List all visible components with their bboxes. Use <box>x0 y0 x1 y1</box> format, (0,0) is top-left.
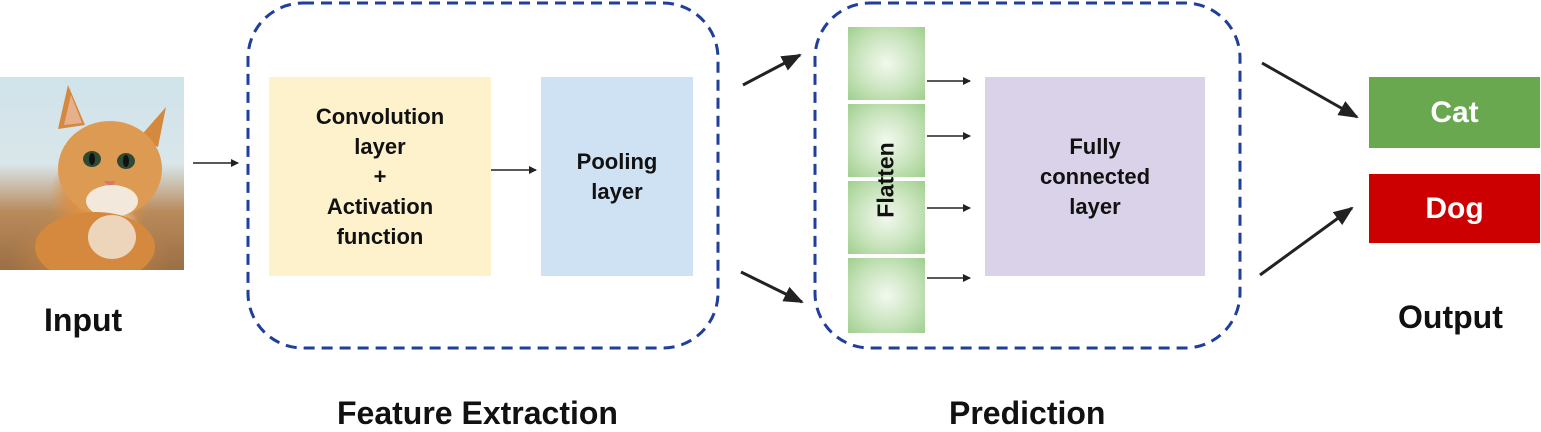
flatten-segment <box>848 181 925 256</box>
flatten-segment <box>848 27 925 102</box>
feature-extraction-group <box>246 1 720 350</box>
flatten-segment <box>848 104 925 179</box>
arrow-prediction-to-cat <box>1261 61 1359 119</box>
flatten-label: Flatten <box>872 142 899 218</box>
flatten-segment <box>848 258 925 333</box>
convolution-activation-box: Convolution layer + Activation function <box>269 77 491 276</box>
pooling-layer-box: Pooling layer <box>541 77 693 276</box>
feature-extraction-title: Feature Extraction <box>337 395 618 431</box>
fully-connected-box: Fully connected layer <box>985 77 1205 276</box>
arrow-prediction-to-dog <box>1259 206 1354 277</box>
cat-illustration <box>35 85 166 282</box>
flatten-column: Flatten <box>848 27 925 333</box>
arrow-feature-to-prediction-top <box>742 53 802 87</box>
prediction-title: Prediction <box>949 395 1106 431</box>
output-class-cat: Cat <box>1369 77 1540 148</box>
output-label: Output <box>1398 299 1503 335</box>
output-class-dog: Dog <box>1369 174 1540 243</box>
arrow-feature-to-prediction-bottom <box>740 270 804 304</box>
input-label: Input <box>44 302 123 338</box>
input-cat-image <box>0 77 184 282</box>
